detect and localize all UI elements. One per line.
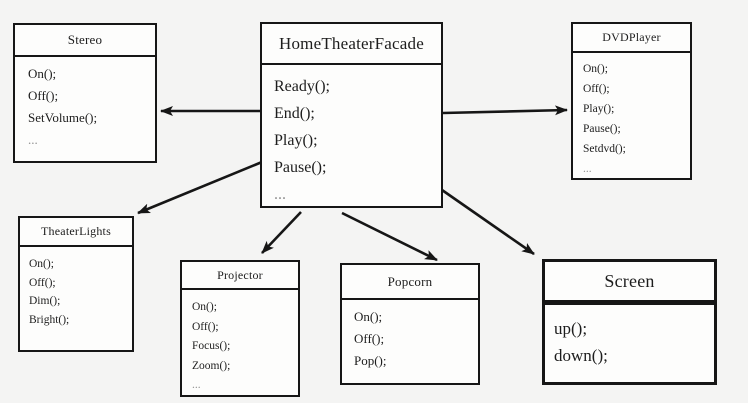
method-facade-ready: Ready(); [274, 78, 330, 95]
arrow-facade-to-dvdplayer [442, 105, 568, 116]
method-dvd-off: Off(); [583, 83, 610, 95]
method-projector-focus: Focus(); [192, 340, 231, 352]
class-methods-dvdplayer: On(); Off(); Play(); Pause(); Setdvd(); … [573, 53, 690, 179]
method-projector-zoom: Zoom(); [192, 359, 231, 372]
class-name-stereo: Stereo [15, 25, 155, 57]
arrow-facade-to-screen [441, 188, 535, 256]
class-name-projector: Projector [182, 262, 298, 290]
class-box-theaterlights: TheaterLights On(); Off(); Dim(); Bright… [18, 216, 134, 352]
method-lights-bright: Bright(); [29, 313, 70, 326]
method-stereo-ellipsis: ... [28, 132, 38, 147]
method-stereo-setvolume: SetVolume(); [28, 110, 98, 125]
arrow-facade-to-projector [261, 211, 302, 254]
method-facade-ellipsis: ... [274, 186, 286, 203]
class-methods-popcorn: On(); Off(); Pop(); [342, 300, 478, 372]
method-projector-ellipsis: ... [192, 379, 201, 391]
class-methods-screen: up(); down(); [545, 305, 714, 369]
class-box-popcorn: Popcorn On(); Off(); Pop(); [340, 263, 480, 385]
method-facade-pause: Pause(); [274, 159, 327, 176]
class-name-theaterlights: TheaterLights [20, 218, 132, 247]
method-popcorn-pop: Pop(); [354, 353, 387, 368]
method-screen-up: up(); [554, 319, 588, 338]
arrow-facade-to-popcorn [341, 211, 438, 262]
class-methods-stereo: On(); Off(); SetVolume(); ... [15, 57, 155, 151]
method-projector-on: On(); [192, 301, 217, 313]
class-box-screen: Screen up(); down(); [542, 259, 717, 385]
method-dvd-play: Play(); [583, 103, 615, 115]
class-methods-theaterlights: On(); Off(); Dim(); Bright(); [20, 247, 132, 329]
method-dvd-ellipsis: ... [583, 163, 592, 175]
arrow-facade-to-theaterlights [137, 160, 263, 215]
method-popcorn-on: On(); [354, 309, 383, 324]
method-dvd-on: On(); [583, 63, 608, 75]
class-name-hometheaterfacade: HomeTheaterFacade [262, 24, 441, 65]
method-facade-play: Play(); [274, 132, 318, 149]
method-lights-dim: Dim(); [29, 295, 61, 307]
class-box-stereo: Stereo On(); Off(); SetVolume(); ... [13, 23, 157, 163]
class-box-dvdplayer: DVDPlayer On(); Off(); Play(); Pause(); … [571, 22, 692, 180]
class-name-dvdplayer: DVDPlayer [573, 24, 690, 53]
method-facade-end: End(); [274, 105, 315, 122]
method-lights-on: On(); [29, 258, 54, 270]
method-lights-off: Off(); [29, 276, 56, 289]
class-methods-projector: On(); Off(); Focus(); Zoom(); ... [182, 290, 298, 396]
class-name-screen: Screen [545, 262, 714, 305]
class-box-hometheaterfacade: HomeTheaterFacade Ready(); End(); Play()… [260, 22, 443, 208]
class-methods-hometheaterfacade: Ready(); End(); Play(); Pause(); ... [262, 65, 441, 208]
method-stereo-off: Off(); [28, 88, 59, 103]
method-popcorn-off: Off(); [354, 331, 385, 346]
method-stereo-on: On(); [28, 66, 57, 81]
method-projector-off: Off(); [192, 320, 219, 333]
class-box-projector: Projector On(); Off(); Focus(); Zoom(); … [180, 260, 300, 397]
class-name-popcorn: Popcorn [342, 265, 478, 300]
method-dvd-setdvd: Setdvd(); [583, 143, 626, 155]
method-dvd-pause: Pause(); [583, 123, 621, 135]
method-screen-down: down(); [554, 346, 608, 365]
